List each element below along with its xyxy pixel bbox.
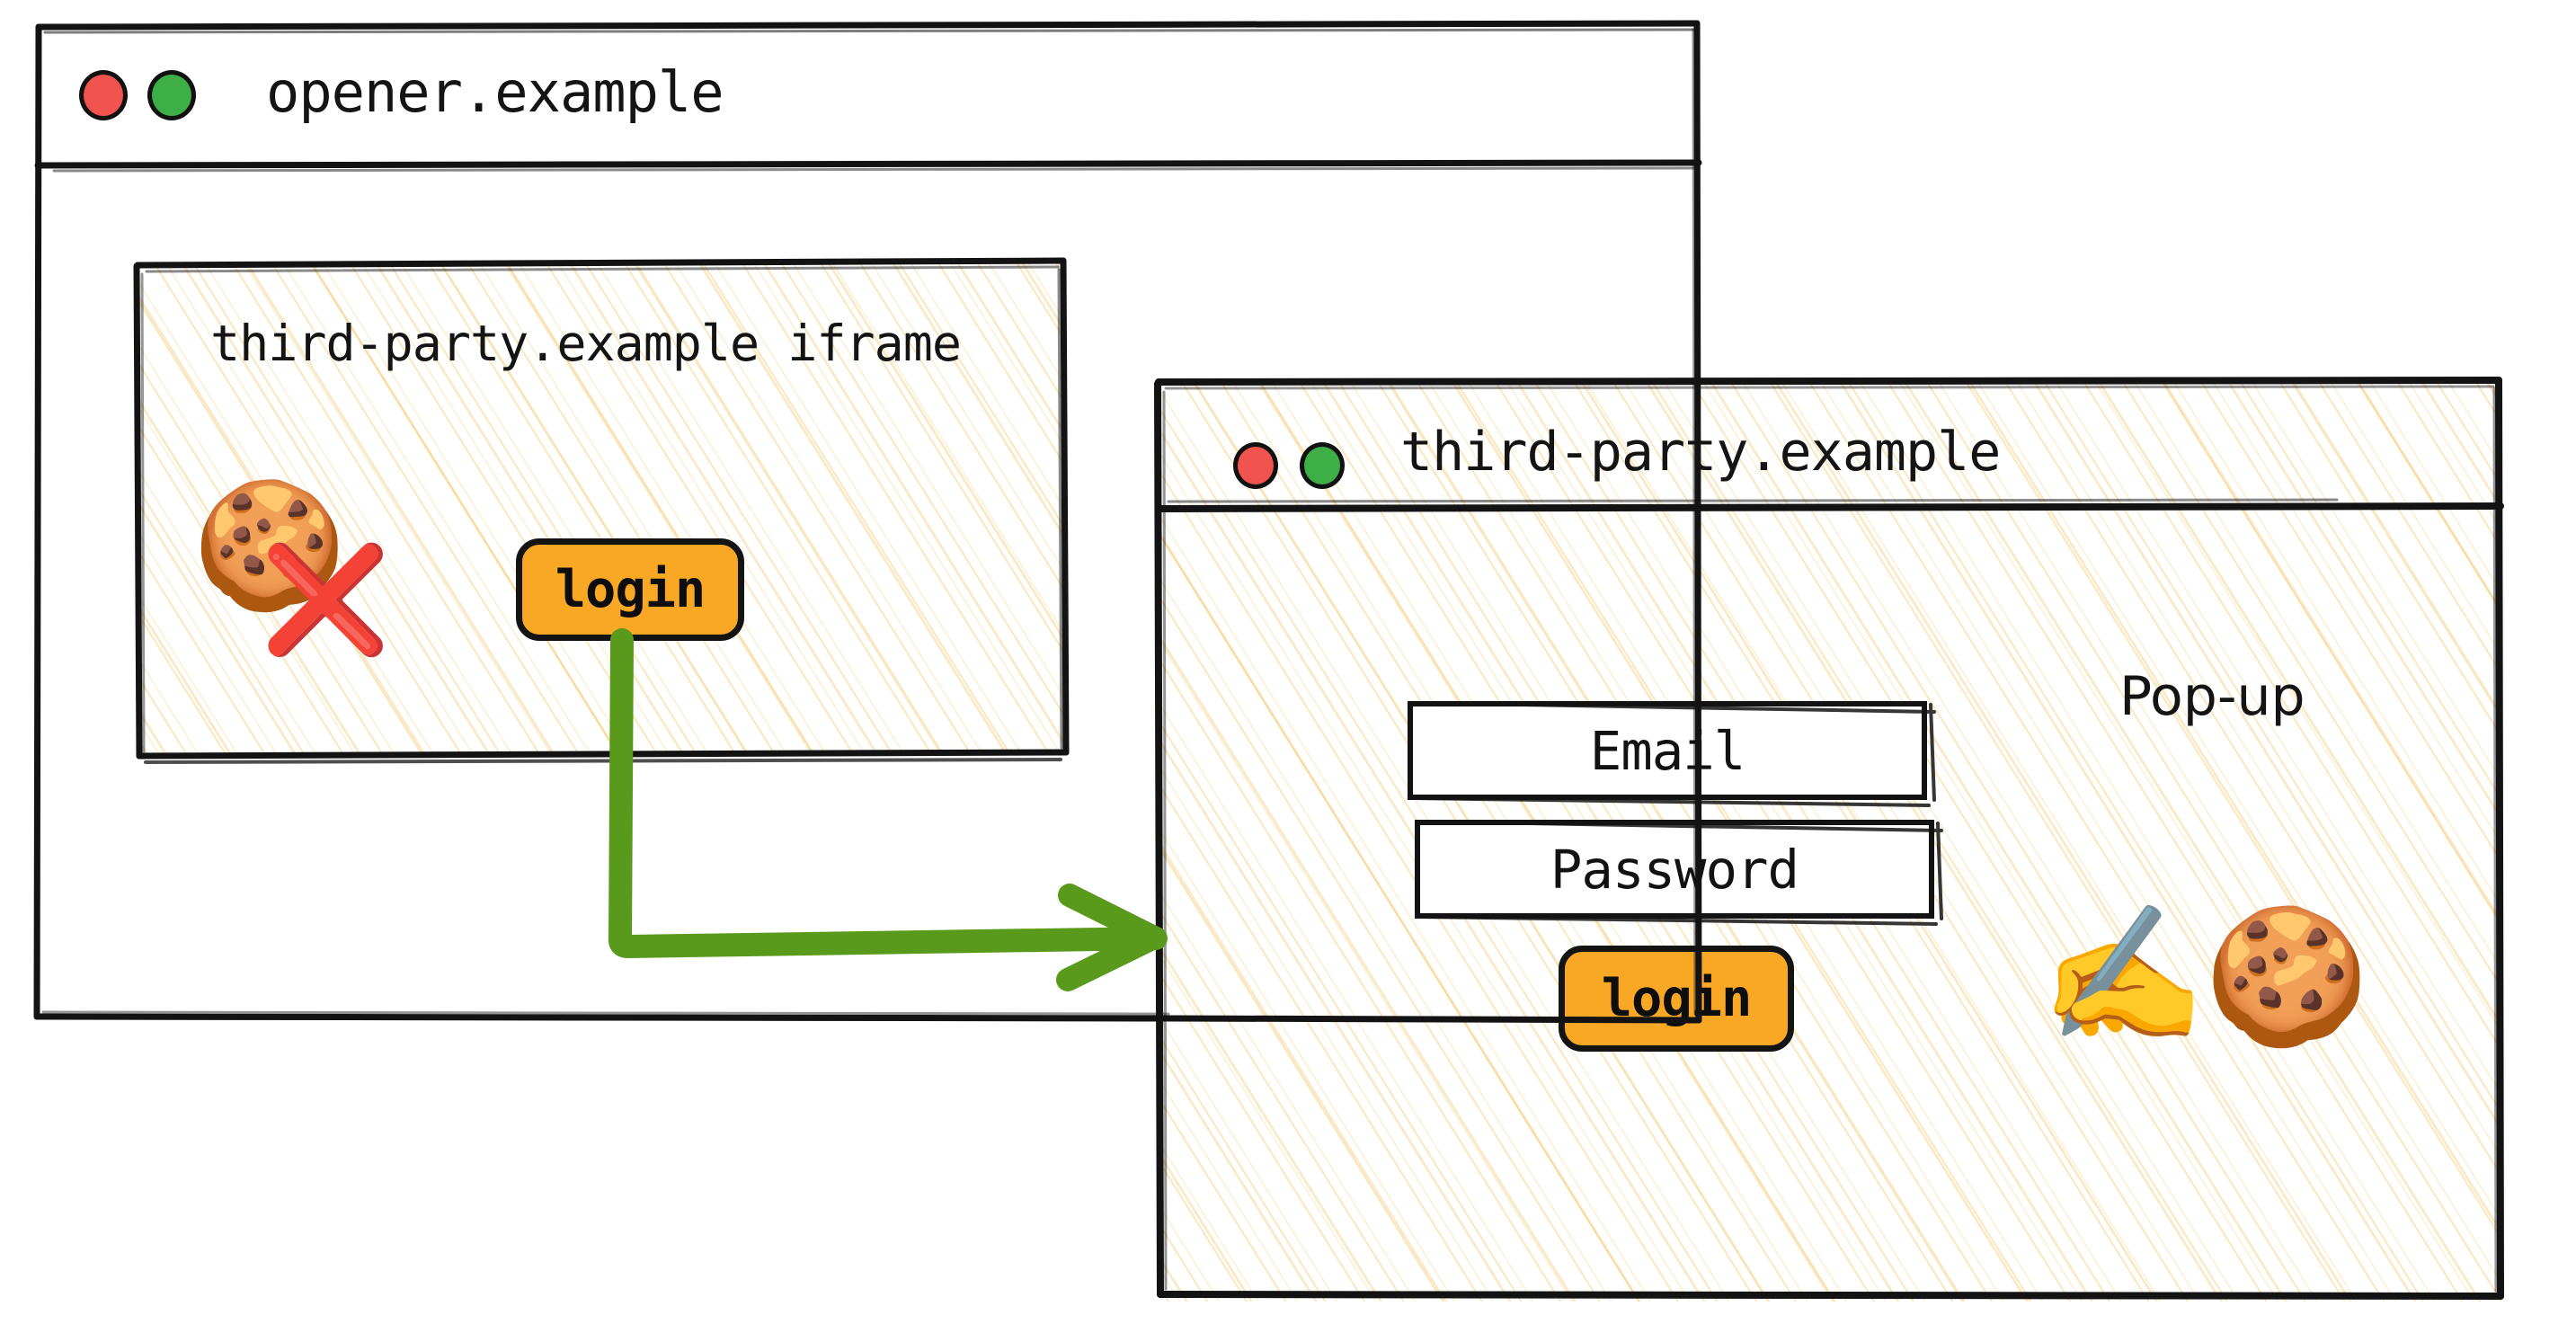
writing-hand-icon: ✍️ <box>2040 897 2207 1052</box>
iframe-login-button[interactable]: login <box>516 538 744 641</box>
popup-annotation-label: Pop-up <box>2119 665 2305 728</box>
password-field[interactable]: Password <box>1415 820 1934 919</box>
opener-window-title: opener.example <box>266 59 724 125</box>
popup-close-dot[interactable] <box>1233 442 1278 489</box>
popup-maximize-dot[interactable] <box>1300 442 1345 489</box>
cookie-icon: 🍪 <box>192 473 347 618</box>
opener-close-dot[interactable] <box>79 70 128 120</box>
popup-cookie-icon: 🍪 <box>2204 899 2370 1053</box>
popup-login-button[interactable]: login <box>1559 946 1794 1052</box>
iframe-label: third-party.example iframe <box>210 315 962 372</box>
opener-maximize-dot[interactable] <box>147 70 196 120</box>
red-cross-icon: ❌ <box>261 539 391 661</box>
email-field[interactable]: Email <box>1408 701 1927 800</box>
popup-window-title: third-party.example <box>1400 421 2001 484</box>
